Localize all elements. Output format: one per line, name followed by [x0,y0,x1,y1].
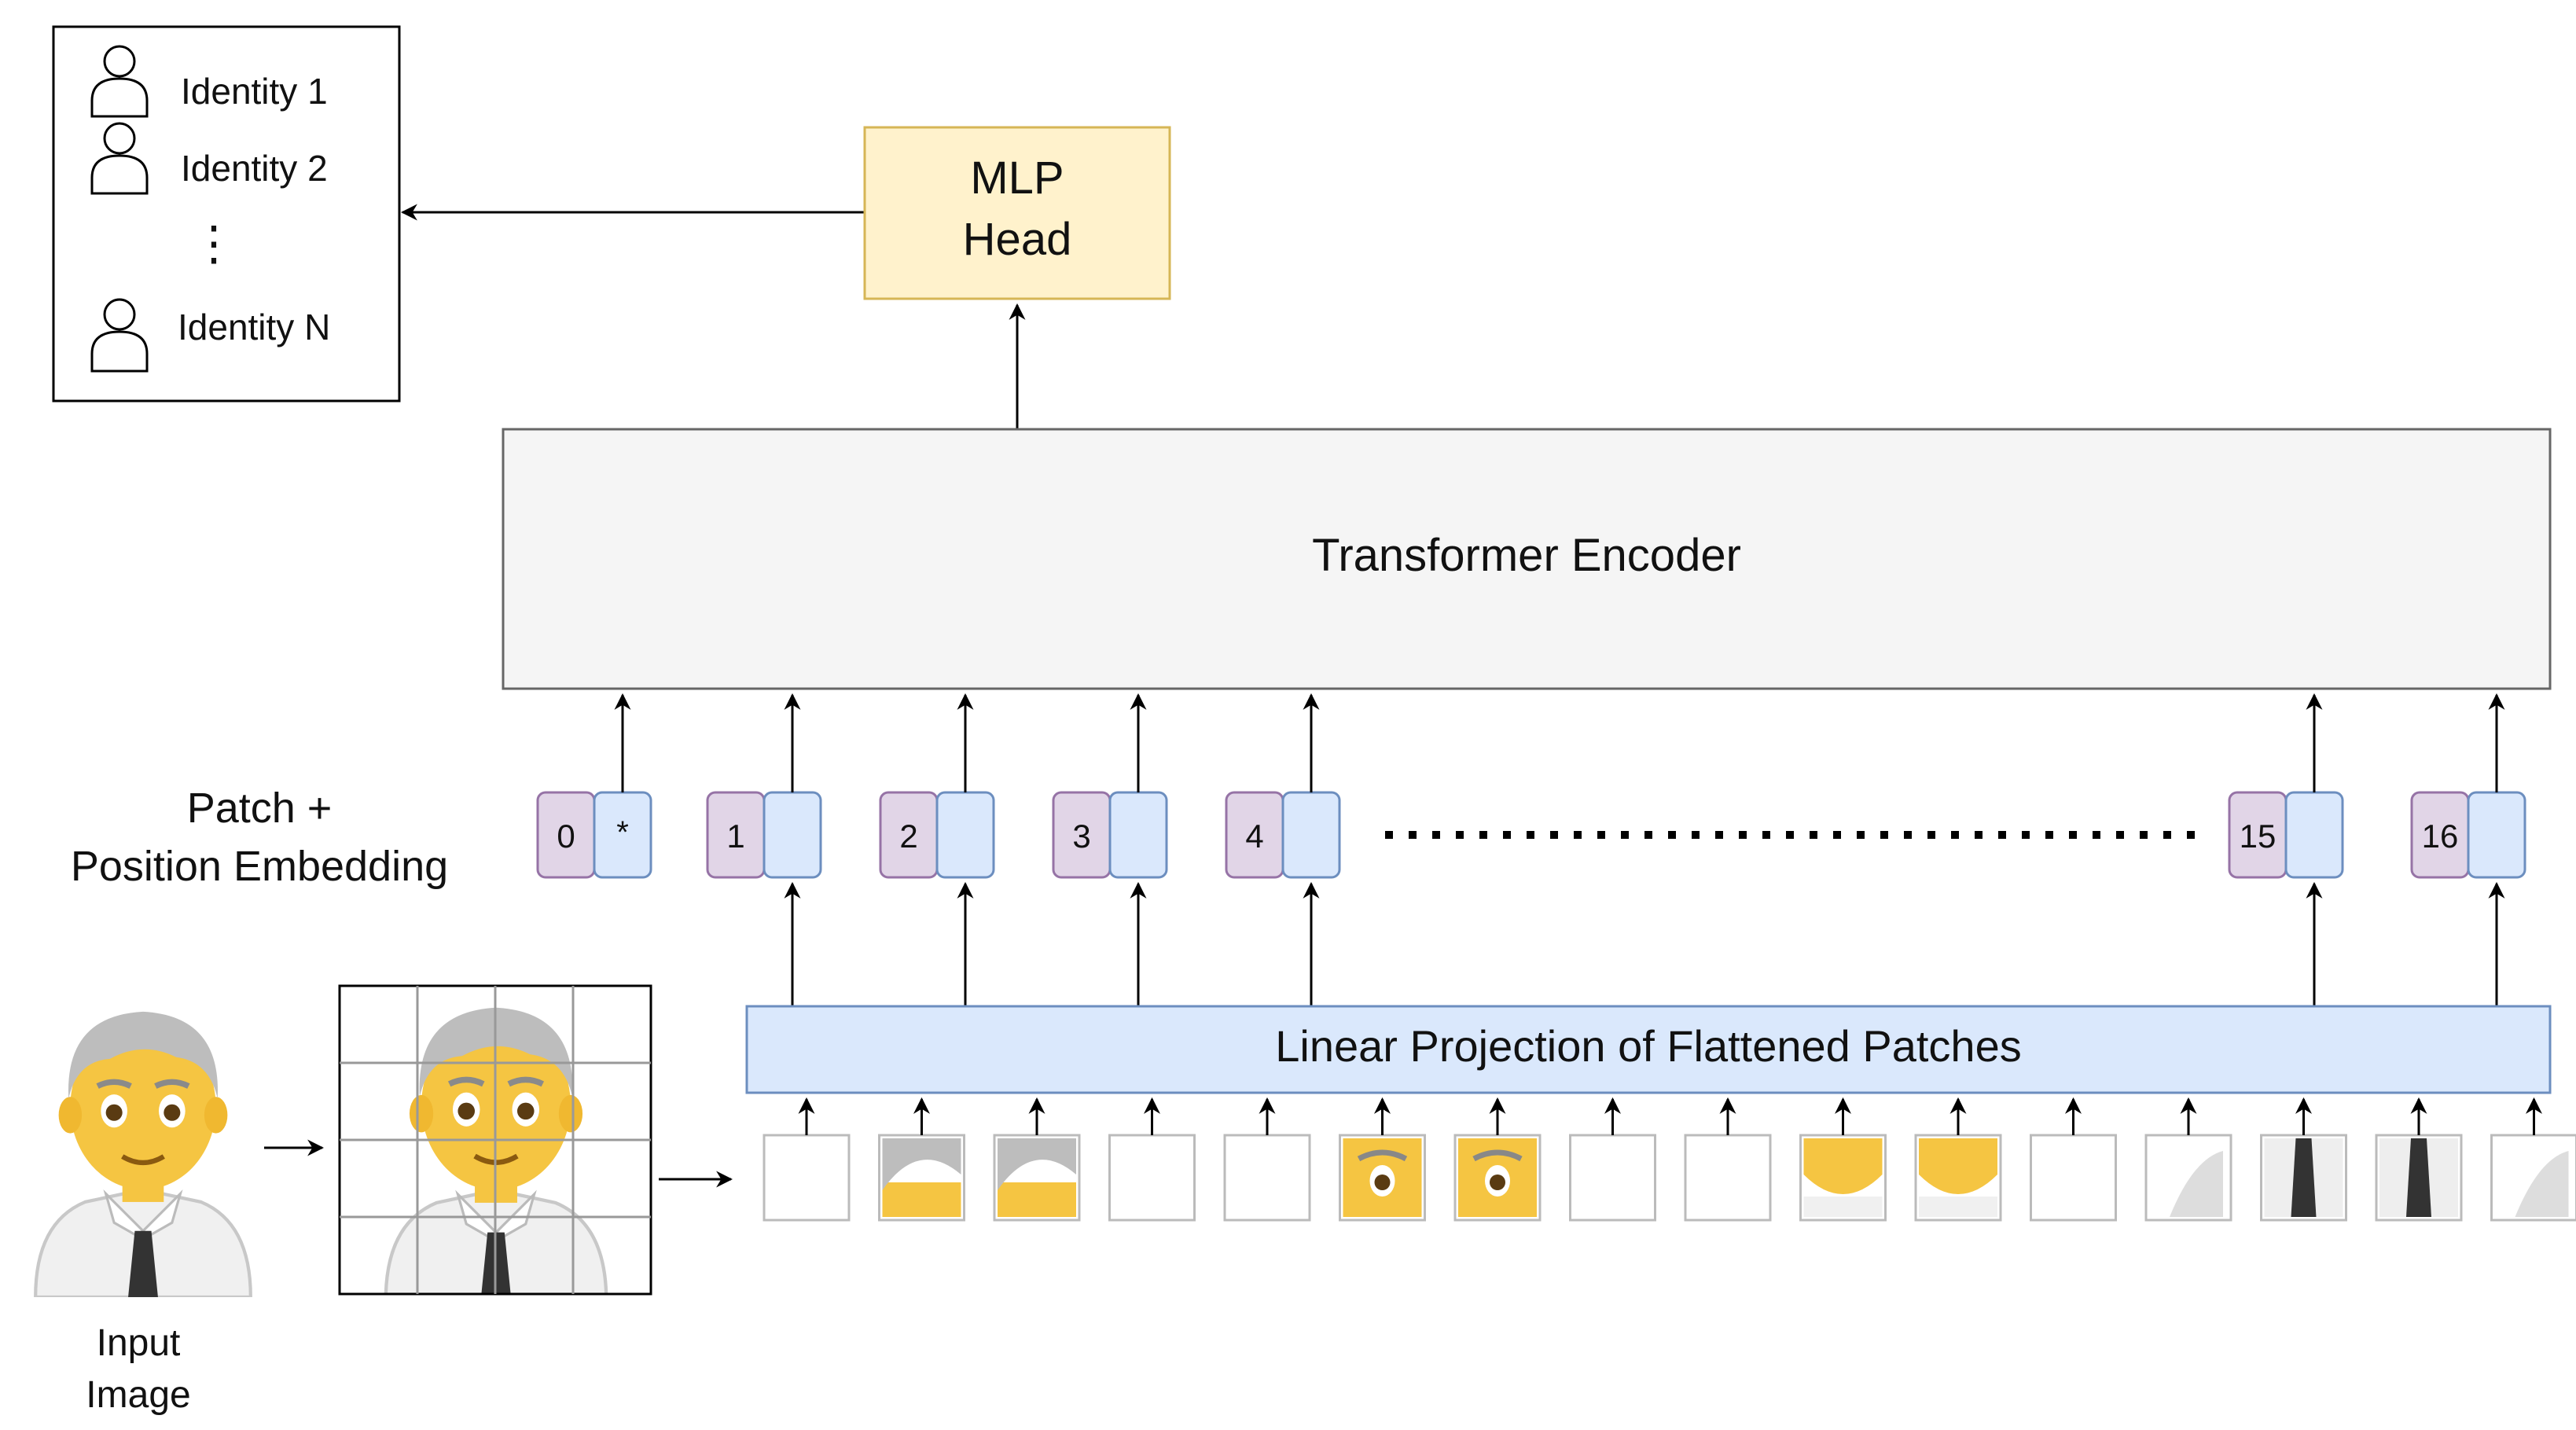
patch-embedding [1281,791,1341,879]
token-pair-1: 1 [706,693,822,1006]
position-index: 4 [1245,818,1263,855]
patch-grid-image [338,984,652,1296]
patch-tile [2490,1097,2576,1222]
linear-projection-label: Linear Projection of Flattened Patches [1275,1021,2021,1071]
patch-tile [1684,1097,1772,1222]
identity-1-label: Identity 1 [181,71,328,112]
patch-tile [763,1097,851,1222]
patch-tile [2144,1097,2232,1222]
token-pair-4: 4 [1225,693,1341,1006]
embedding-caption-line2: Position Embedding [71,843,448,890]
patch-tile [1569,1097,1656,1222]
mlp-head-line1: MLP [970,153,1064,204]
patch-embedding [2467,791,2526,879]
identity-output-box: Identity 1 Identity 2 ⋮ Identity N [52,25,401,403]
class-token-symbol: * [616,815,629,850]
token-pair-16: 16 [2410,693,2526,1006]
input-person-image [35,1012,251,1297]
patch-tile [993,1097,1081,1222]
patch-embedding [763,791,822,879]
position-index: 15 [2240,818,2277,855]
patch-tile [2030,1097,2117,1222]
patch-tile [2260,1097,2347,1222]
position-index: 0 [557,818,575,855]
token-pair-15: 15 [2228,693,2344,1006]
vertical-ellipsis: ⋮ [190,217,237,270]
input-caption-line2: Image [86,1374,190,1416]
token-pair-2: 2 [879,693,995,1006]
token-pair-3: 3 [1052,693,1168,1006]
position-index: 3 [1072,818,1090,855]
patch-tile [1799,1097,1887,1222]
user-icon [90,45,149,118]
transformer-encoder-label: Transformer Encoder [1312,530,1741,581]
token-pair-0: 0* [536,693,652,879]
patch-grid-lines [340,986,651,1294]
embedding-caption-line1: Patch + [187,785,333,832]
user-icon [90,298,149,373]
identity-2-label: Identity 2 [181,148,328,189]
patch-tile [1914,1097,2002,1222]
patch-embedding [1108,791,1168,879]
position-index: 16 [2422,818,2459,855]
input-caption-line1: Input [97,1322,181,1364]
position-index: 2 [899,818,917,855]
patch-tile [1453,1097,1542,1222]
patch-embedding [2284,791,2344,879]
mlp-head-line2: Head [963,214,1072,265]
patch-tile [878,1097,965,1222]
patch-tile [1108,1097,1196,1222]
user-icon [90,122,149,195]
patch-embedding [935,791,995,879]
linear-projection-box: Linear Projection of Flattened Patches [745,1005,2552,1094]
flattened-patches [763,1097,2576,1222]
patch-tile [1339,1097,1426,1222]
mlp-head-box: MLP Head [863,126,1171,300]
patch-tile [2375,1097,2463,1222]
patch-tile [1223,1097,1311,1222]
position-index: 1 [726,818,744,855]
transformer-encoder-box: Transformer Encoder [502,428,2552,690]
identity-n-label: Identity N [178,307,330,347]
